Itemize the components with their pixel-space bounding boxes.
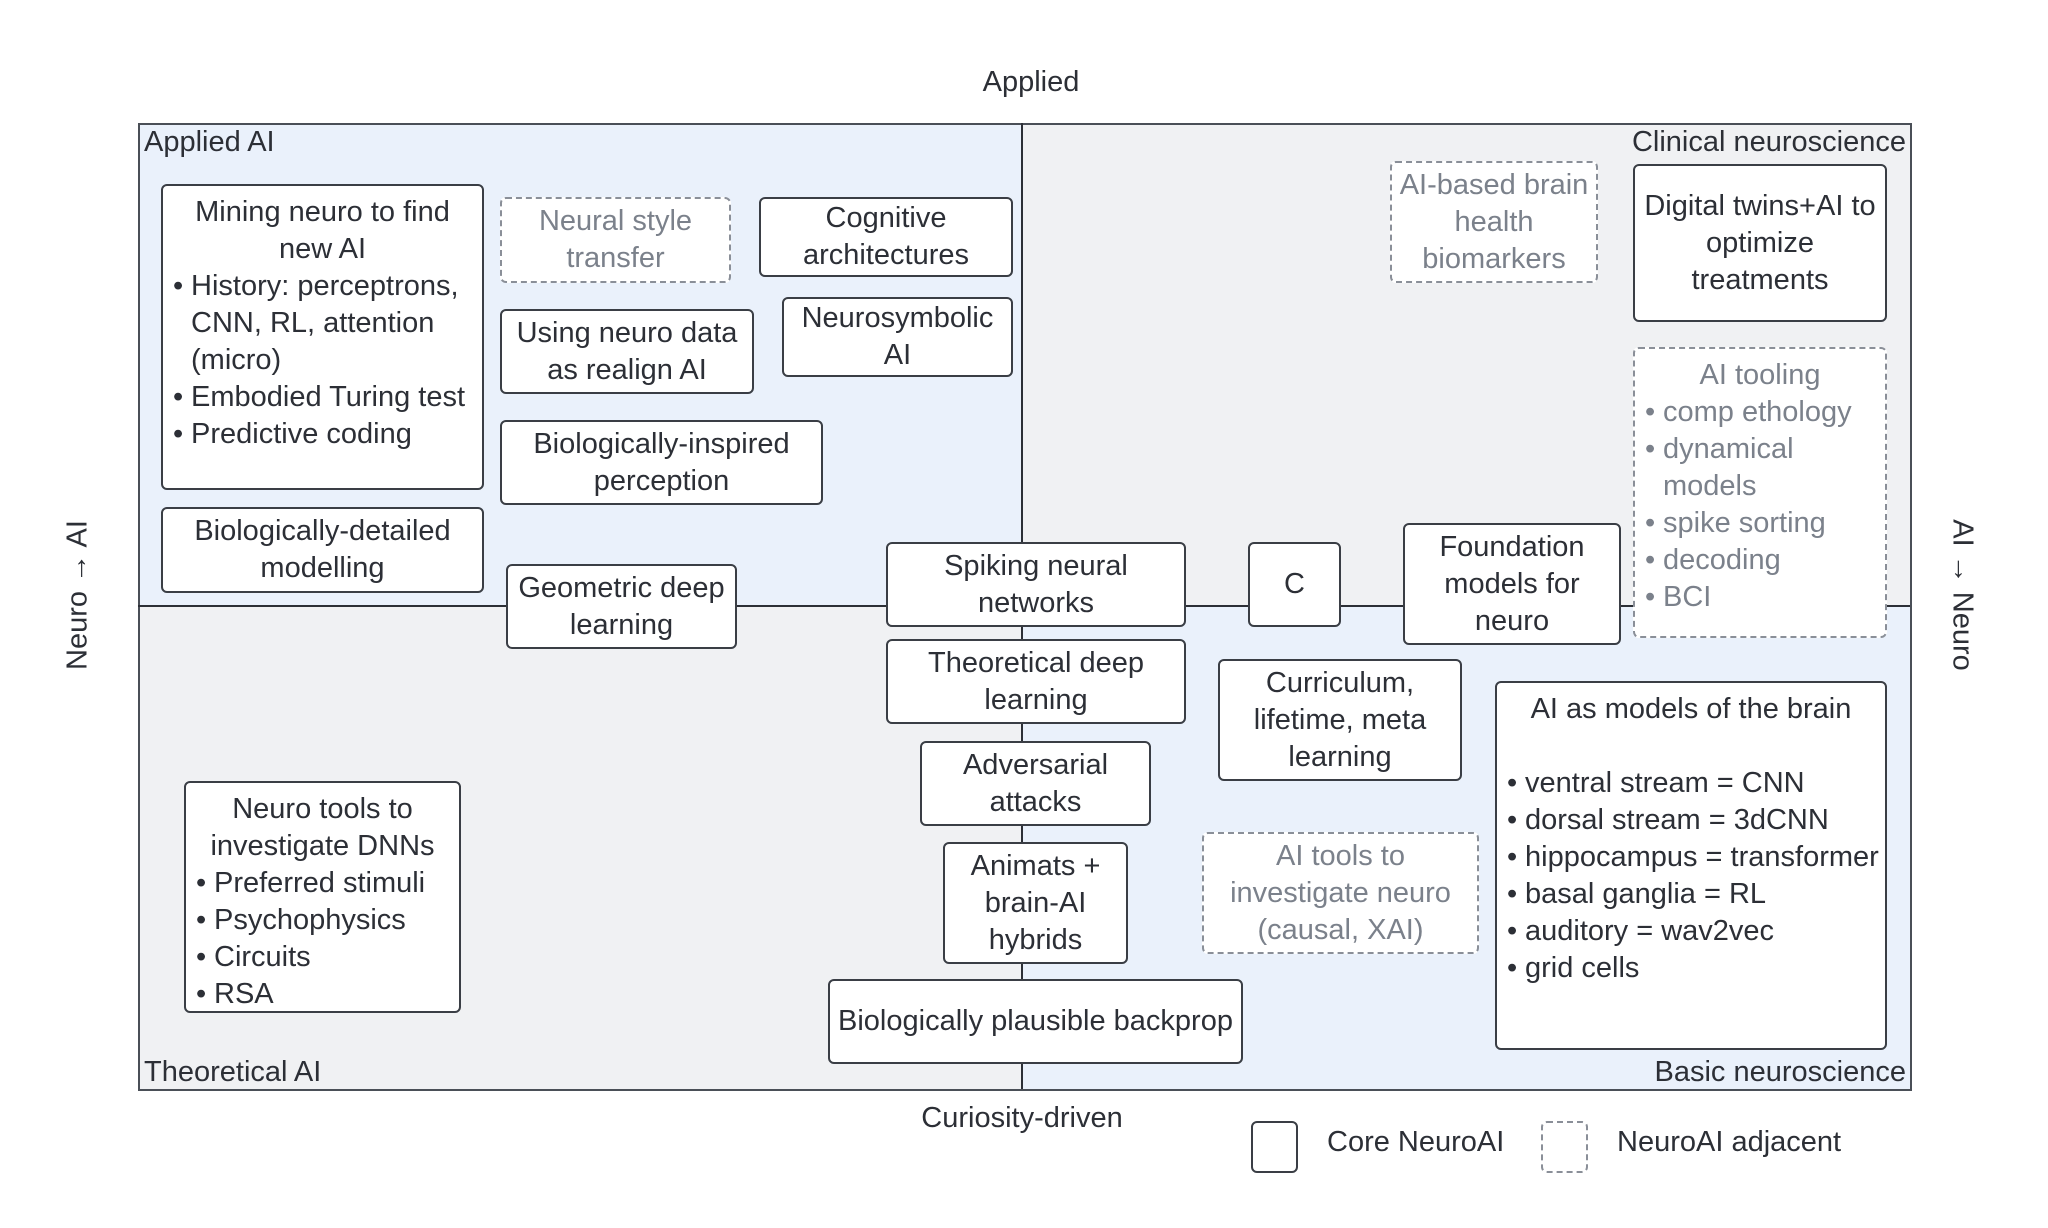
box-title: Curriculum, lifetime, meta learning bbox=[1253, 666, 1427, 773]
bullet-item: dorsal stream = 3dCNN bbox=[1503, 802, 1879, 839]
box-neural-style-transfer: Neural style transfer bbox=[500, 197, 731, 283]
box-title: Adversarial attacks bbox=[962, 748, 1109, 818]
quadrant-label-applied-ai: Applied AI bbox=[144, 126, 275, 158]
box-neuro-tools-dnns: Neuro tools to investigate DNNs Preferre… bbox=[184, 781, 461, 1013]
box-title: Biologically-inspired perception bbox=[533, 427, 790, 497]
box-ai-brain-health-biomarkers: AI-based brain health biomarkers bbox=[1390, 161, 1598, 283]
box-title: Digital twins+AI to optimize treatments bbox=[1644, 189, 1876, 296]
box-neurosymbolic-ai: Neurosymbolic AI bbox=[782, 297, 1013, 377]
legend-swatch-adjacent bbox=[1541, 1121, 1588, 1173]
bullet-item: basal ganglia = RL bbox=[1503, 876, 1879, 913]
box-title: Spiking neural networks bbox=[944, 549, 1128, 619]
bullet-item: spike sorting bbox=[1641, 505, 1879, 542]
bullet-item: History: perceptrons, CNN, RL, attention… bbox=[169, 268, 476, 379]
bullet-item: decoding bbox=[1641, 542, 1879, 579]
box-bio-detailed-modelling: Biologically-detailed modelling bbox=[161, 507, 484, 593]
legend-label-adjacent: NeuroAI adjacent bbox=[1617, 1126, 1842, 1158]
box-title: Cognitive architectures bbox=[802, 202, 969, 271]
bullet-item: ventral stream = CNN bbox=[1503, 765, 1879, 802]
box-mining-neuro: Mining neuro to find new AI History: per… bbox=[161, 184, 484, 490]
box-title: Neuro tools to investigate DNNs bbox=[210, 793, 435, 862]
box-title: Mining neuro to find new AI bbox=[195, 196, 450, 265]
box-title: Foundation models for neuro bbox=[1439, 530, 1585, 637]
legend-swatch-core bbox=[1251, 1121, 1298, 1173]
bullet-item: Circuits bbox=[192, 939, 453, 976]
box-title: Neural style transfer bbox=[538, 205, 693, 274]
box-neuro-data-realign: Using neuro data as realign AI bbox=[500, 309, 754, 394]
bullet-item: RSA bbox=[192, 976, 453, 1013]
bullet-list: comp ethology dynamical models spike sor… bbox=[1641, 394, 1879, 616]
box-title: Biologically plausible backprop bbox=[838, 1005, 1233, 1037]
bullet-item: dynamical models bbox=[1641, 431, 1879, 505]
bullet-item: hippocampus = transformer bbox=[1503, 839, 1879, 876]
box-animats-hybrids: Animats + brain-AI hybrids bbox=[943, 842, 1128, 964]
box-bio-inspired-perception: Biologically-inspired perception bbox=[500, 420, 823, 505]
axis-label-bottom: Curiosity-driven bbox=[921, 1102, 1123, 1134]
bullet-item: auditory = wav2vec bbox=[1503, 913, 1879, 950]
axis-label-right: AI → Neuro bbox=[1946, 519, 1979, 671]
box-cognitive-architectures: Cognitive architectures bbox=[759, 197, 1013, 277]
bullet-item: Psychophysics bbox=[192, 902, 453, 939]
box-geometric-deep-learning: Geometric deep learning bbox=[506, 564, 737, 649]
axis-label-top: Applied bbox=[982, 66, 1080, 98]
box-foundation-models: Foundation models for neuro bbox=[1403, 523, 1621, 645]
box-title: Biologically-detailed modelling bbox=[194, 515, 451, 584]
legend-label-core: Core NeuroAI bbox=[1327, 1126, 1505, 1158]
box-bio-plausible-backprop: Biologically plausible backprop bbox=[828, 979, 1243, 1064]
box-title: Theoretical deep learning bbox=[927, 646, 1145, 716]
axis-label-left: Neuro → AI bbox=[61, 520, 94, 670]
bullet-item: BCI bbox=[1641, 579, 1879, 616]
bullet-item: comp ethology bbox=[1641, 394, 1879, 431]
box-ai-models-of-brain: AI as models of the brain ventral stream… bbox=[1495, 681, 1887, 1050]
quadrant-label-basic-neuroscience: Basic neuroscience bbox=[1654, 1056, 1906, 1088]
box-title: Neurosymbolic AI bbox=[801, 302, 994, 371]
box-adversarial-attacks: Adversarial attacks bbox=[920, 741, 1151, 826]
box-title: C bbox=[1284, 568, 1305, 600]
bullet-list: Preferred stimuli Psychophysics Circuits… bbox=[192, 865, 453, 1013]
quadrant-label-theoretical-ai: Theoretical AI bbox=[144, 1056, 322, 1088]
box-title: AI as models of the brain bbox=[1530, 693, 1852, 725]
bullet-list: History: perceptrons, CNN, RL, attention… bbox=[169, 268, 476, 453]
box-digital-twins: Digital twins+AI to optimize treatments bbox=[1633, 164, 1887, 322]
box-title: Geometric deep learning bbox=[518, 571, 725, 641]
quadrant-label-clinical-neuroscience: Clinical neuroscience bbox=[1631, 126, 1906, 158]
box-ai-tooling: AI tooling comp ethology dynamical model… bbox=[1633, 347, 1887, 638]
bullet-item: Predictive coding bbox=[169, 416, 476, 453]
box-title: AI tooling bbox=[1699, 359, 1821, 391]
box-title: Using neuro data as realign AI bbox=[516, 316, 738, 386]
diagram-frame bbox=[138, 123, 1912, 1091]
bullet-list: ventral stream = CNN dorsal stream = 3dC… bbox=[1503, 765, 1879, 987]
box-title: AI tools to investigate neuro (causal, X… bbox=[1230, 839, 1451, 946]
box-ai-tools-investigate-neuro: AI tools to investigate neuro (causal, X… bbox=[1202, 832, 1479, 954]
box-title: Animats + brain-AI hybrids bbox=[970, 849, 1101, 956]
box-title: AI-based brain health biomarkers bbox=[1399, 168, 1589, 275]
bullet-item: Embodied Turing test bbox=[169, 379, 476, 416]
box-curriculum-meta-learning: Curriculum, lifetime, meta learning bbox=[1218, 659, 1462, 781]
box-theoretical-deep-learning: Theoretical deep learning bbox=[886, 639, 1186, 724]
box-spiking-neural-networks: Spiking neural networks bbox=[886, 542, 1186, 627]
bullet-item: Preferred stimuli bbox=[192, 865, 453, 902]
box-c: C bbox=[1248, 542, 1341, 627]
bullet-item: grid cells bbox=[1503, 950, 1879, 987]
